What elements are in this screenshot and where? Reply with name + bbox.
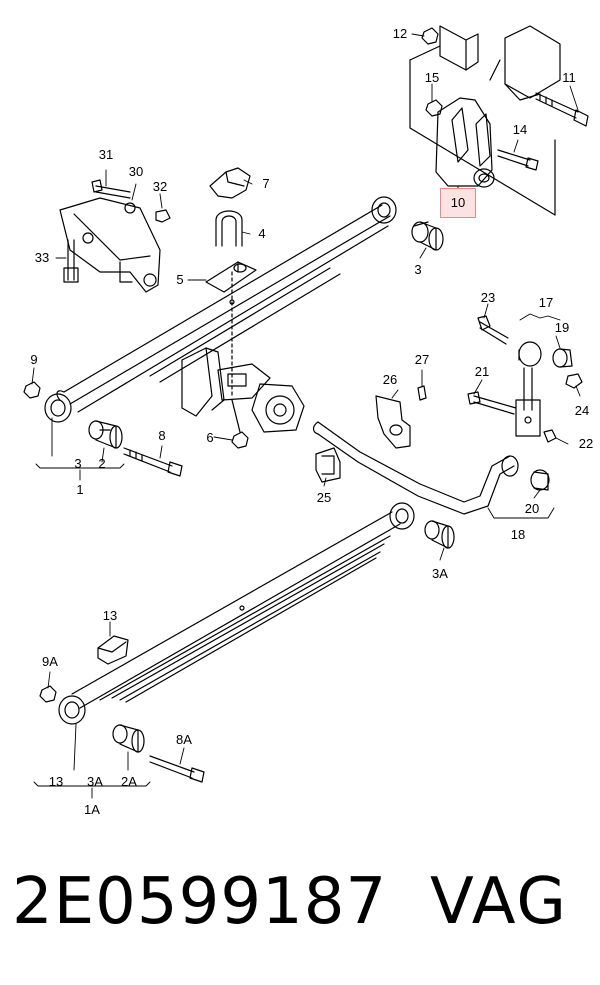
callout-20: 20 — [524, 501, 540, 516]
callout-25: 25 — [316, 490, 332, 505]
callout-26: 26 — [382, 372, 398, 387]
callout-3-group: 3 — [74, 456, 82, 471]
pad-13 — [97, 635, 129, 665]
callout-21: 21 — [474, 364, 490, 379]
u-bolt-4 — [215, 210, 243, 247]
stabilizer-bracket-26 — [375, 385, 427, 449]
callout-13-group: 13 — [48, 774, 64, 789]
lower-leaf-spring — [58, 502, 415, 725]
callout-27: 27 — [414, 352, 430, 367]
bolt-23 — [477, 315, 509, 345]
callout-9A: 9A — [42, 654, 58, 669]
callout-8A: 8A — [176, 732, 192, 747]
bump-stop-7 — [209, 167, 251, 199]
callout-7: 7 — [262, 176, 270, 191]
bolt-11 — [535, 92, 589, 127]
bolt-14 — [497, 149, 539, 171]
bushing-25 — [315, 447, 341, 483]
part-number: 2E0599187 — [12, 865, 388, 939]
clamp-plate-5 — [205, 261, 257, 293]
callout-19: 19 — [554, 320, 570, 335]
shackle-bracket-assembly — [409, 25, 561, 216]
bolt-8A — [149, 755, 205, 783]
callout-15: 15 — [424, 70, 440, 85]
bushing-3A — [424, 520, 455, 549]
spring-hanger-bracket — [59, 179, 171, 293]
bushing-3-rear — [411, 221, 444, 251]
callout-3-rear: 3 — [414, 262, 422, 277]
bushing-2-front — [88, 420, 123, 449]
nut-9 — [23, 381, 41, 399]
bolt-8 — [123, 447, 183, 477]
callout-5: 5 — [176, 272, 184, 287]
callout-3A-rear: 3A — [432, 566, 448, 581]
bolt-21 — [467, 391, 517, 415]
upper-leaf-spring — [44, 196, 397, 423]
axle-housing-center — [181, 347, 305, 449]
exploded-suspension-drawing — [23, 25, 589, 799]
callout-11: 11 — [562, 70, 576, 85]
highlight-box-10 — [440, 188, 476, 218]
callout-32: 32 — [152, 179, 168, 194]
bushing-2A — [112, 724, 145, 753]
stabilizer-link-17 — [515, 341, 583, 443]
nut-12 — [421, 27, 439, 45]
bushing-20 — [501, 455, 550, 491]
brand-name: VAG — [430, 865, 568, 939]
callout-2A: 2A — [121, 774, 137, 789]
nut-9A — [39, 685, 57, 703]
callout-22: 22 — [578, 436, 594, 451]
callout-24: 24 — [574, 403, 590, 418]
callout-33: 33 — [34, 250, 50, 265]
stabilizer-bar — [312, 421, 515, 515]
callout-3A-group: 3A — [87, 774, 103, 789]
callout-14: 14 — [512, 122, 528, 137]
callout-17: 17 — [538, 295, 554, 310]
callout-31: 31 — [98, 147, 114, 162]
callout-18: 18 — [510, 527, 526, 542]
callout-1A: 1A — [84, 802, 100, 817]
callout-10: 10 — [450, 195, 466, 210]
callout-6: 6 — [206, 430, 214, 445]
callout-12: 12 — [392, 26, 408, 41]
nut-15 — [425, 99, 443, 117]
callout-30: 30 — [128, 164, 144, 179]
callout-23: 23 — [480, 290, 496, 305]
callout-8: 8 — [158, 428, 166, 443]
callout-1: 1 — [76, 482, 84, 497]
callout-9: 9 — [30, 352, 38, 367]
callout-2: 2 — [98, 456, 106, 471]
callout-4: 4 — [258, 226, 266, 241]
leader-lines — [31, 33, 581, 799]
callout-13: 13 — [102, 608, 118, 623]
